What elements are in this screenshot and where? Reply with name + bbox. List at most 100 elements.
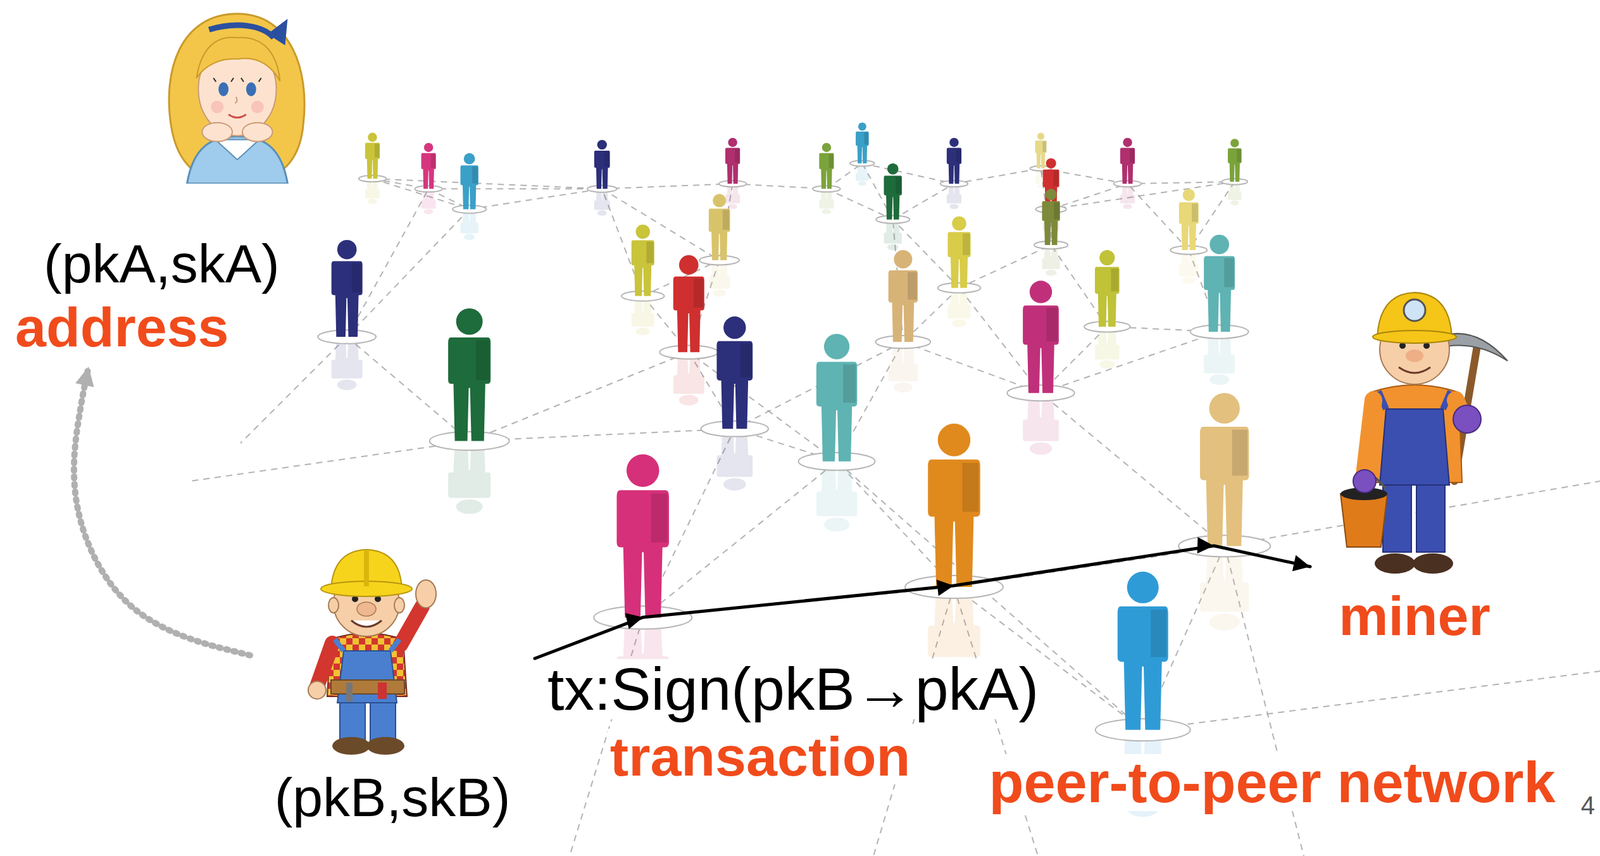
- peer-head: [1209, 393, 1240, 424]
- bob-figure: [295, 530, 439, 759]
- peer-reflection-head: [949, 203, 959, 209]
- network-link: [1142, 670, 1600, 730]
- peer-base: [317, 329, 376, 344]
- peer-reflection-head: [723, 477, 746, 491]
- peer-head: [1230, 138, 1240, 148]
- peer-body-group: [631, 224, 655, 297]
- network-link: [953, 168, 1041, 184]
- network-links: [189, 163, 1600, 856]
- peer-reflection-head: [367, 198, 378, 204]
- network-link: [1040, 331, 1219, 394]
- key-pair-label: (pkA,skA): [41, 232, 283, 295]
- peer-body-group: [331, 239, 363, 337]
- peer-head: [337, 239, 357, 260]
- peer-body-group: [616, 453, 669, 618]
- peer-figure: [587, 139, 617, 216]
- peer-head: [1127, 571, 1159, 604]
- peer-figure: [621, 224, 665, 336]
- role-label: miner: [1336, 583, 1494, 648]
- peer-figure: [875, 163, 910, 250]
- peer-figure: [452, 153, 487, 240]
- role-label: address: [12, 294, 232, 359]
- alice-figure-part: [242, 122, 273, 142]
- peer-body: [816, 362, 857, 462]
- peer-base: [940, 180, 969, 187]
- peer-head: [626, 453, 660, 487]
- peer-head: [1046, 158, 1057, 169]
- caption-label: transaction: [607, 728, 913, 785]
- peer-body-group: [888, 250, 918, 342]
- miner-figure-part: [1353, 469, 1376, 493]
- edge-label: tx:Sign(pkB→pkA): [544, 658, 1042, 719]
- peer-body-group: [673, 255, 705, 352]
- peer-base: [621, 291, 665, 302]
- peer-body: [1022, 305, 1059, 393]
- peer-base: [1222, 178, 1249, 185]
- peer-shade: [864, 132, 869, 145]
- peer-reflection: [1179, 250, 1199, 284]
- peer-shade: [829, 153, 834, 168]
- peer-reflection: [1200, 546, 1249, 631]
- peer-reflection: [1022, 393, 1059, 456]
- peer-shade: [740, 343, 752, 377]
- peer-reflection-head: [822, 208, 832, 214]
- peer-figure: [812, 143, 841, 214]
- peer-shade: [604, 151, 610, 166]
- peer-reflection: [460, 209, 478, 241]
- peer-head: [727, 137, 738, 148]
- peer-reflection-head: [635, 327, 650, 335]
- bob-figure-part: [331, 679, 405, 694]
- peer-shade: [895, 176, 902, 194]
- alice-figure-part: [246, 82, 257, 97]
- peer-figure: [358, 132, 387, 204]
- peer-body: [460, 165, 478, 209]
- peer-body: [594, 150, 611, 189]
- miner-figure-part: [1405, 349, 1424, 363]
- network-link: [1040, 393, 1225, 547]
- network-link: [1051, 181, 1235, 210]
- alice-node: (pkA,skA)address: [12, 3, 342, 359]
- peer-figure: [1170, 188, 1207, 284]
- peer-shade: [956, 148, 961, 163]
- peer-head: [596, 139, 607, 150]
- peer-figure: [1084, 250, 1131, 369]
- miner-figure-part: [1374, 553, 1416, 574]
- peer-head: [937, 423, 971, 457]
- peer-reflection-head: [1029, 442, 1052, 456]
- peer-head: [858, 122, 867, 131]
- peer-figure: [937, 216, 982, 328]
- peer-head: [1045, 188, 1057, 200]
- miner-figure-part: [1416, 474, 1445, 552]
- peer-body-group: [818, 143, 834, 190]
- peer-body: [448, 337, 491, 441]
- alice-figure-part: [251, 100, 264, 114]
- peer-figure: [414, 143, 443, 214]
- peer-reflection-head: [1099, 360, 1115, 369]
- peer-base: [812, 185, 841, 192]
- peer-body: [888, 270, 918, 342]
- peer-shade: [1232, 429, 1248, 476]
- miner-figure-part: [1412, 553, 1454, 574]
- peer-base: [937, 282, 982, 294]
- peer-reflection-head: [1209, 613, 1240, 631]
- peer-base: [587, 185, 617, 193]
- peer-base: [701, 420, 769, 437]
- peer-body-group: [448, 308, 491, 442]
- peer-body-group: [1227, 138, 1242, 182]
- miner-figure-part: [1398, 367, 1431, 373]
- peer-body: [716, 341, 753, 429]
- network-link: [903, 341, 1042, 394]
- peer-figure: [875, 250, 931, 393]
- bob-figure-part: [332, 736, 371, 755]
- peer-base: [850, 160, 875, 166]
- peer-body-group: [421, 143, 437, 190]
- miner-figure-part: [1364, 400, 1374, 475]
- peer-body-group: [1041, 188, 1060, 245]
- peer-reflection-head: [824, 517, 850, 532]
- alice-figure-part: [196, 37, 280, 82]
- miner-figure-part: [1453, 405, 1482, 433]
- peer-reflection-head: [424, 208, 434, 214]
- alice-figure-part: [218, 82, 229, 97]
- alice-figure-part: [215, 139, 260, 160]
